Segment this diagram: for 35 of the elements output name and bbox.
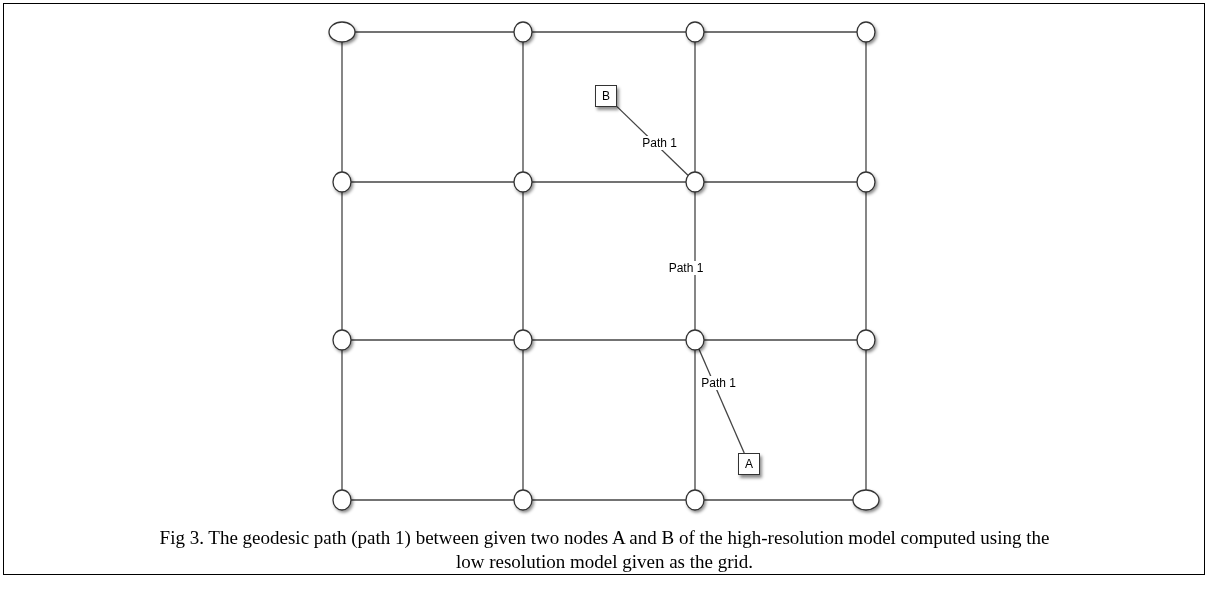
grid-node-circle bbox=[685, 21, 705, 43]
connector-line bbox=[865, 349, 867, 491]
grid-node-circle bbox=[852, 489, 880, 511]
grid-node-circle bbox=[856, 329, 876, 351]
connector-line bbox=[698, 348, 745, 454]
edge-label: Path 1 bbox=[699, 376, 738, 390]
grid-node-circle bbox=[328, 21, 356, 43]
connector-line bbox=[694, 191, 696, 331]
connector-line bbox=[522, 41, 524, 173]
grid-node-circle bbox=[513, 329, 533, 351]
edge-label: Path 1 bbox=[666, 261, 706, 275]
grid-node-circle bbox=[856, 171, 876, 193]
figure-caption: Fig 3. The geodesic path (path 1) between given two nodes A and B of the high-resolution model computed using the low resolution model given as the grid. bbox=[158, 526, 1051, 574]
connector-line bbox=[865, 41, 867, 173]
connector-line bbox=[522, 191, 524, 331]
connector-line bbox=[522, 349, 524, 491]
grid-node-circle bbox=[685, 329, 705, 351]
grid-node-circle bbox=[332, 171, 352, 193]
grid-node-circle bbox=[332, 329, 352, 351]
connector-line bbox=[341, 41, 343, 173]
connector-line bbox=[341, 191, 343, 331]
grid-node-circle bbox=[513, 489, 533, 511]
edge-label: Path 1 bbox=[640, 136, 679, 151]
connector-line bbox=[694, 41, 696, 173]
connector-line bbox=[694, 349, 696, 491]
grid-node-circle bbox=[856, 21, 876, 43]
grid-node-circle bbox=[513, 171, 533, 193]
connector-line bbox=[865, 191, 867, 331]
grid-node-circle bbox=[685, 171, 705, 193]
node-box: A bbox=[738, 453, 760, 475]
node-box: B bbox=[595, 85, 617, 107]
connector-line bbox=[341, 349, 343, 491]
grid-node-circle bbox=[685, 489, 705, 511]
grid-node-circle bbox=[332, 489, 352, 511]
grid-node-circle bbox=[513, 21, 533, 43]
